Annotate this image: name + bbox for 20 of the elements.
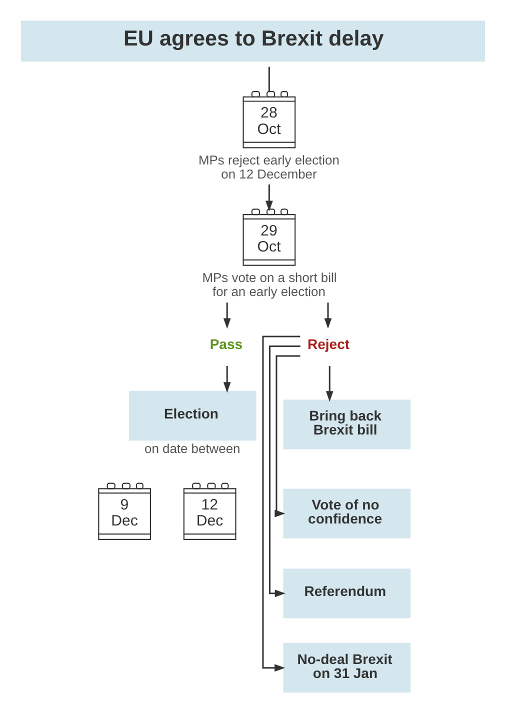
node-box: Bring back Brexit bill	[283, 400, 411, 450]
arrow	[262, 336, 300, 672]
arrow	[265, 184, 273, 212]
arrow	[268, 346, 300, 598]
node-text: Reject	[308, 336, 350, 352]
node-box: No-deal Brexit on 31 Jan	[283, 643, 411, 693]
diagram-title: EU agrees to Brexit delay	[123, 25, 384, 50]
arrow	[223, 302, 231, 329]
node-box: Referendum	[283, 568, 411, 618]
node-label: MPs vote on a short bill for an early election	[202, 270, 337, 300]
node-label: on date between	[144, 441, 240, 456]
node-box: Election	[128, 391, 256, 441]
node-box: Vote of no confidence	[283, 488, 411, 538]
arrow	[274, 355, 300, 518]
node-text: Pass	[210, 336, 243, 352]
node-label: MPs reject early election on 12 December	[198, 152, 340, 182]
arrow	[223, 366, 231, 393]
arrow	[324, 302, 332, 329]
connector	[268, 66, 270, 92]
arrow	[326, 366, 334, 402]
